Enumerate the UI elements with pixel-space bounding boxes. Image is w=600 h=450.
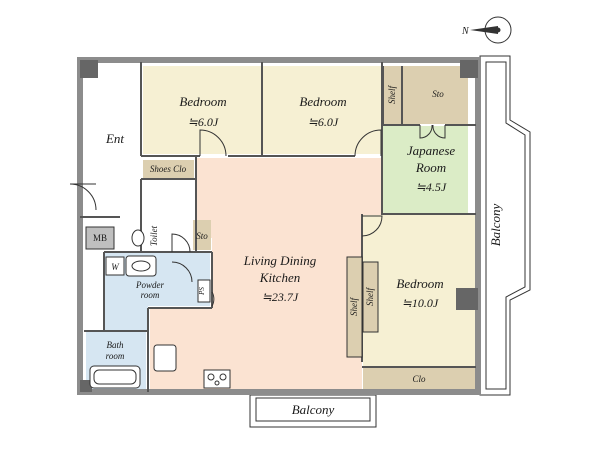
bathtub — [89, 365, 141, 389]
washer-label: W — [111, 262, 120, 272]
south-balcony-inner — [255, 397, 371, 422]
ldk-name-2: Kitchen — [259, 270, 300, 285]
south-balcony-label: Balcony — [292, 402, 335, 417]
storage-mid-label: Sto — [196, 231, 208, 241]
bedroom-1-floor — [143, 66, 261, 154]
fixtures — [85, 226, 379, 389]
bath-room-name-2: room — [106, 351, 125, 361]
japanese-room-name-2: Room — [415, 160, 446, 175]
compass: N — [461, 16, 512, 44]
east-balcony-label: Balcony — [488, 203, 503, 246]
floors — [86, 66, 475, 390]
shelf-left-unit — [346, 256, 363, 358]
column-br — [456, 288, 478, 310]
ldk-name-1: Living Dining — [243, 253, 317, 268]
meter-box — [85, 226, 115, 250]
bedroom-1-door — [199, 129, 227, 157]
column-tr — [460, 60, 478, 78]
east-balcony-inner — [485, 61, 526, 390]
entrance-door — [69, 183, 97, 211]
column-bl — [80, 380, 92, 392]
toilet-label: Toilet — [149, 225, 159, 246]
ps-door — [211, 291, 215, 307]
bedroom-1-name: Bedroom — [179, 94, 226, 109]
powder-room-name-2: room — [141, 290, 160, 300]
entrance-floor — [88, 66, 141, 216]
entrance-name: Ent — [105, 131, 124, 146]
storage-mid-floor — [193, 220, 211, 250]
bedroom-1-area: ≒6.0J — [188, 115, 219, 129]
shelf-right-unit — [362, 261, 379, 333]
ldk-floor — [150, 158, 383, 390]
east-balcony-outline — [479, 55, 531, 396]
bedroom-2-floor — [263, 66, 381, 154]
bedroom-3-name: Bedroom — [396, 276, 443, 291]
powder-room-name-1: Powder — [135, 280, 164, 290]
toilet-door — [171, 233, 191, 253]
japanese-room-name-1: Japanese — [407, 143, 456, 158]
closet-floor — [363, 368, 475, 390]
ps-box — [197, 279, 211, 303]
washer-box — [105, 256, 125, 276]
storage-top-label: Sto — [432, 89, 444, 99]
toilet-floor — [124, 220, 172, 251]
bedroom-2-name: Bedroom — [299, 94, 346, 109]
japanese-door-l — [419, 124, 433, 139]
japanese-room-floor — [383, 126, 468, 213]
shelf-right-label: Shelf — [365, 287, 375, 306]
closet-label: Clo — [412, 374, 426, 384]
sink — [153, 344, 177, 372]
shoes-closet-label: Shoes Clo — [150, 164, 187, 174]
japanese-door-r — [432, 124, 446, 139]
shoes-closet-floor — [143, 160, 194, 178]
bedroom-2-door — [354, 129, 382, 157]
compass-label: N — [461, 26, 470, 37]
labels: Bedroom ≒6.0J Bedroom ≒6.0J Japanese Roo… — [93, 85, 503, 417]
ldk-area: ≒23.7J — [262, 290, 299, 304]
ps-label: PS — [198, 287, 206, 296]
doors — [69, 124, 446, 307]
washbasin — [125, 255, 157, 277]
powder-door — [171, 261, 193, 283]
bath-room-name-1: Bath — [107, 340, 124, 350]
walls — [77, 57, 481, 395]
japanese-room-area: ≒4.5J — [416, 180, 447, 194]
column-tl — [80, 60, 98, 78]
meter-box-label: MB — [93, 233, 107, 243]
shelf-left-label: Shelf — [349, 297, 359, 316]
toilet-bowl — [131, 229, 145, 247]
bedroom-3-door — [361, 215, 383, 237]
balconies — [249, 55, 531, 428]
shelf-top-label: Shelf — [387, 85, 397, 104]
bedroom-3-area: ≒10.0J — [402, 296, 439, 310]
bedroom-2-area: ≒6.0J — [308, 115, 339, 129]
storage-top-floor — [383, 66, 468, 124]
